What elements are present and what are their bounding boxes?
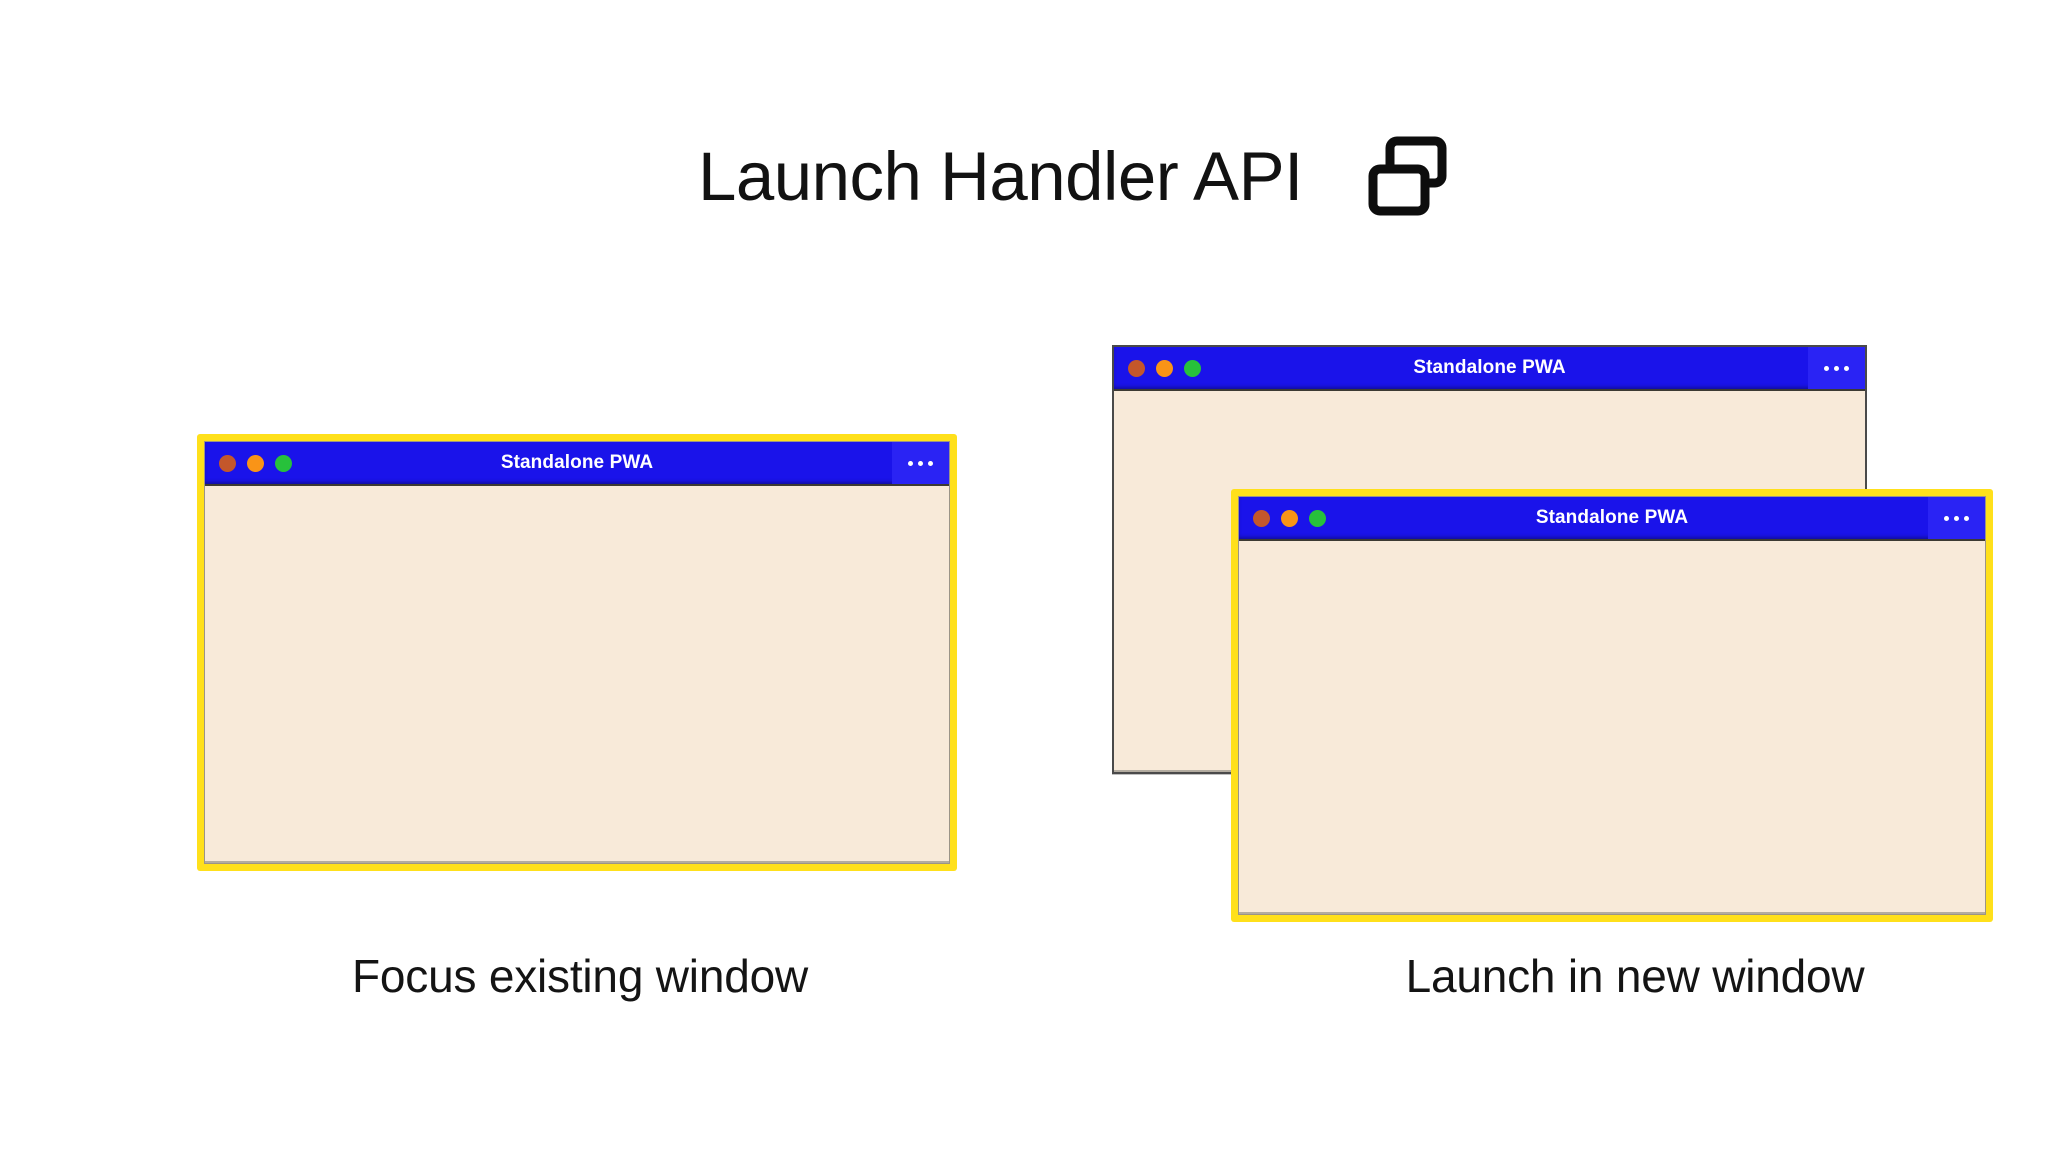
maximize-window-dot[interactable] <box>1184 359 1201 377</box>
maximize-window-dot[interactable] <box>275 454 292 472</box>
window-content-area <box>1239 539 1985 914</box>
ellipsis-icon <box>1944 515 1969 521</box>
minimize-window-dot[interactable] <box>1281 509 1298 527</box>
window-title: Standalone PWA <box>500 452 654 473</box>
traffic-light-controls <box>1253 509 1326 527</box>
pwa-window-new-launched[interactable]: Standalone PWA <box>1231 489 1993 922</box>
pwa-window-focused-existing[interactable]: Standalone PWA <box>197 434 957 871</box>
page-title: Launch Handler API <box>698 137 1303 215</box>
close-window-dot[interactable] <box>1128 359 1145 377</box>
window-titlebar[interactable]: Standalone PWA <box>1239 497 1985 539</box>
window-title: Standalone PWA <box>1413 357 1566 378</box>
window-menu-button[interactable] <box>1808 347 1865 389</box>
maximize-window-dot[interactable] <box>1309 509 1326 527</box>
page-title-row: Launch Handler API <box>698 128 1451 224</box>
window-menu-button[interactable] <box>892 442 949 484</box>
caption-launch-new-window: Launch in new window <box>1405 950 1865 1002</box>
close-window-dot[interactable] <box>1253 509 1270 527</box>
minimize-window-dot[interactable] <box>1156 359 1173 377</box>
caption-focus-existing-window: Focus existing window <box>351 950 808 1002</box>
window-title: Standalone PWA <box>1535 507 1689 528</box>
window-frame: Standalone PWA <box>204 441 950 864</box>
window-content-area <box>205 484 949 863</box>
window-titlebar[interactable]: Standalone PWA <box>1114 347 1865 389</box>
traffic-light-controls <box>1128 359 1201 377</box>
traffic-light-controls <box>219 454 292 472</box>
close-window-dot[interactable] <box>219 454 236 472</box>
multi-window-icon <box>1368 136 1447 216</box>
window-titlebar[interactable]: Standalone PWA <box>205 442 949 484</box>
ellipsis-icon <box>908 460 933 466</box>
minimize-window-dot[interactable] <box>247 454 264 472</box>
window-frame: Standalone PWA <box>1238 496 1986 915</box>
window-menu-button[interactable] <box>1928 497 1985 539</box>
ellipsis-icon <box>1824 365 1849 371</box>
